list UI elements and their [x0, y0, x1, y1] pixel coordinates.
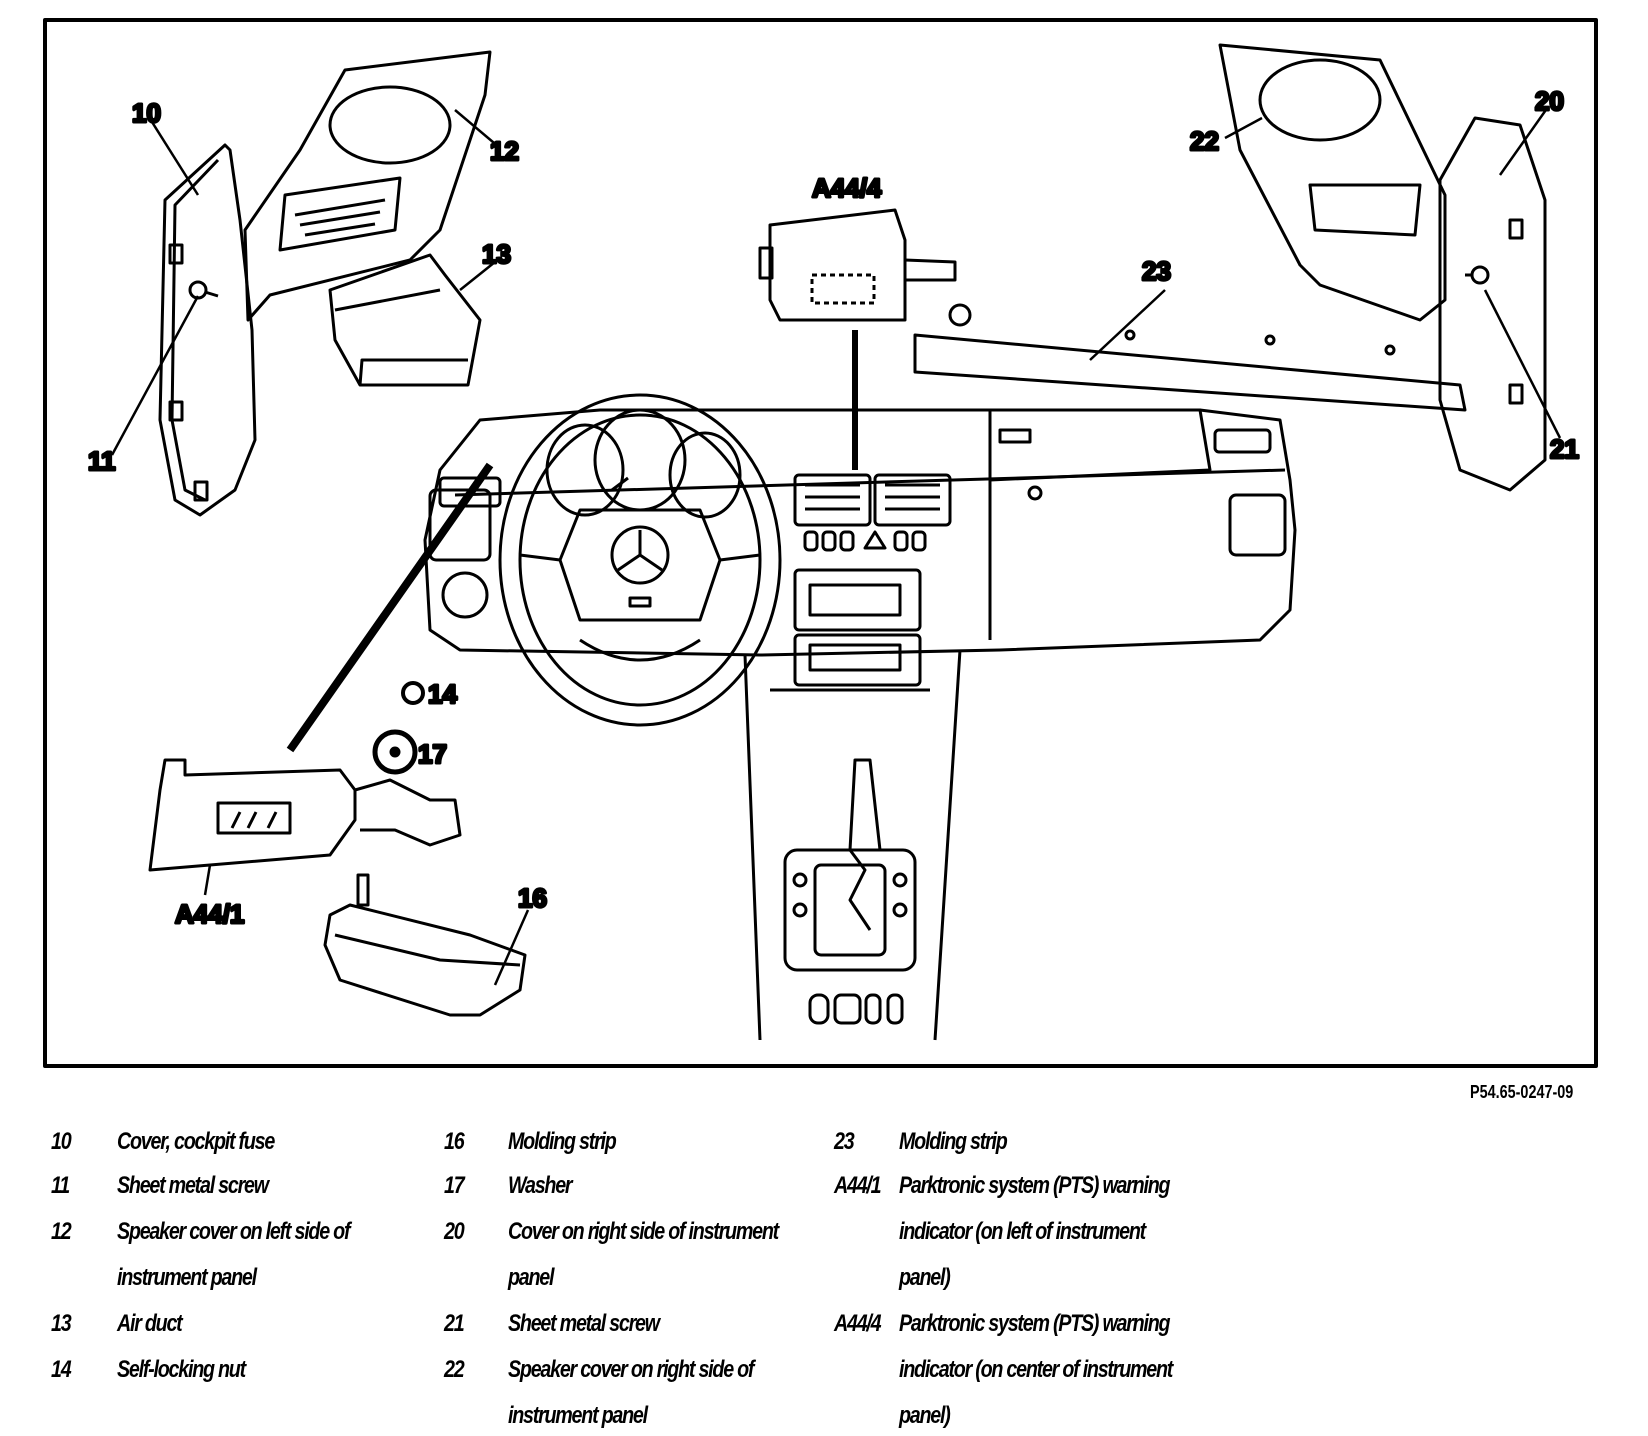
legend-description: Self-locking nut [117, 1356, 246, 1383]
legend-description: panel) [899, 1264, 951, 1291]
legend-number: 16 [444, 1128, 465, 1155]
cover-right-instrument-panel [1438, 116, 1547, 492]
callout-14: 14 [428, 679, 457, 709]
callout-23: 23 [1142, 256, 1171, 286]
callout-a44-4: A44/4 [812, 173, 882, 203]
reference-code: P54.65-0247-09 [1470, 1082, 1574, 1102]
callout-16: 16 [518, 883, 547, 913]
legend-description: Cover, cockpit fuse [117, 1128, 275, 1155]
legend-description: Speaker cover on left side of [117, 1218, 351, 1245]
legend-number: 10 [51, 1128, 72, 1155]
callout-13: 13 [482, 239, 511, 269]
legend-description: Sheet metal screw [508, 1310, 660, 1337]
legend-number: 23 [834, 1128, 855, 1155]
legend-description: instrument panel [508, 1402, 648, 1429]
legend-description: indicator (on left of instrument [899, 1218, 1146, 1245]
legend-description: Cover on right side of instrument [508, 1218, 779, 1245]
pts-indicator-left-a44-1 [148, 462, 494, 872]
molding-strip-top [913, 303, 1467, 412]
callout-11: 11 [88, 446, 116, 476]
speaker-cover-right [1218, 43, 1447, 322]
steering-wheel [498, 393, 782, 727]
instrument-panel [423, 408, 1297, 1041]
legend-description: panel) [899, 1402, 951, 1429]
legend-description: Air duct [117, 1310, 183, 1337]
legend-description: instrument panel [117, 1264, 257, 1291]
legend-number: 12 [51, 1218, 72, 1245]
legend-description: Speaker cover on right side of [508, 1356, 755, 1383]
air-duct [328, 253, 482, 387]
leader-lines [110, 106, 1562, 986]
callout-20: 20 [1535, 86, 1564, 116]
callout-17: 17 [418, 739, 447, 769]
legend-number: 11 [51, 1172, 70, 1199]
sheet-metal-screw-right [1465, 265, 1490, 285]
callout-10: 10 [132, 98, 161, 128]
legend-description: Parktronic system (PTS) warning [899, 1172, 1171, 1199]
washer [372, 729, 418, 775]
callout-21: 21 [1550, 434, 1579, 464]
pts-indicator-center-a44-4 [758, 208, 957, 470]
sheet-metal-screw-left [188, 280, 219, 300]
legend-number: A44/1 [834, 1172, 882, 1199]
callout-a44-1: A44/1 [175, 899, 244, 929]
callout-22: 22 [1190, 126, 1219, 156]
legend-description: Parktronic system (PTS) warning [899, 1310, 1171, 1337]
callout-12: 12 [490, 136, 519, 166]
legend-description: Molding strip [508, 1128, 617, 1155]
legend-number: A44/4 [834, 1310, 882, 1337]
legend-description: Washer [508, 1172, 573, 1199]
molding-strip-left [323, 873, 527, 1017]
legend-description: indicator (on center of instrument [899, 1356, 1173, 1383]
legend-number: 17 [444, 1172, 465, 1199]
diagram-frame [43, 18, 1598, 1068]
legend-number: 21 [444, 1310, 465, 1337]
legend-number: 13 [51, 1310, 72, 1337]
legend-description: Molding strip [899, 1128, 1008, 1155]
legend-number: 22 [444, 1356, 465, 1383]
legend-number: 20 [444, 1218, 465, 1245]
cover-cockpit-fuse-left [158, 143, 257, 517]
legend-number: 14 [51, 1356, 72, 1383]
legend-description: Sheet metal screw [117, 1172, 269, 1199]
self-locking-nut [401, 681, 425, 705]
legend-description: panel [508, 1264, 554, 1291]
hazard-switch-row [803, 530, 927, 552]
speaker-cover-left [243, 50, 492, 322]
